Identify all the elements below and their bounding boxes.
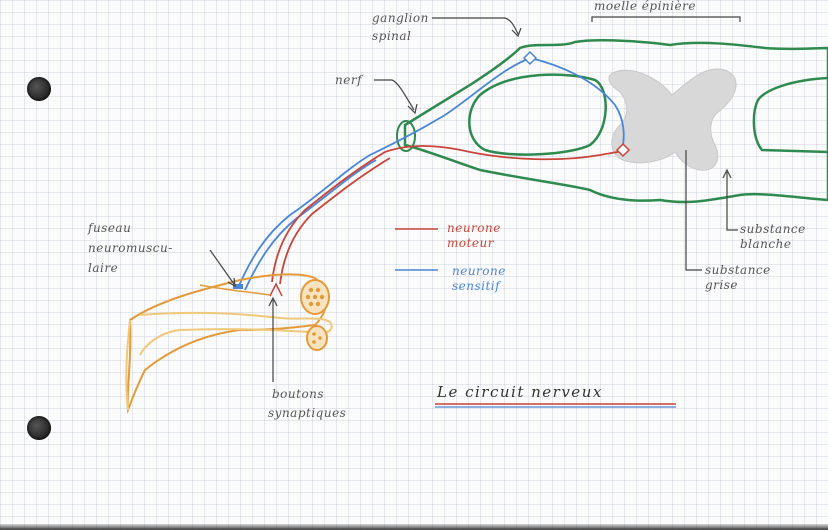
spinal-cord-right-curve [752, 76, 828, 154]
moelle-bracket [591, 16, 741, 22]
legend-sensory-label-2: sensitif [452, 279, 501, 293]
label-fuseau-3: laire [88, 261, 119, 275]
label-substance-grise-2: grise [705, 278, 739, 292]
grise-pointer [685, 150, 702, 271]
legend-motor-label-1: neurone [447, 221, 501, 235]
ganglion-pointer [432, 17, 519, 35]
legend-motor-label-2: moteur [447, 236, 494, 250]
blanche-pointer [726, 172, 738, 231]
label-moelle-epiniere: moelle épinière [594, 0, 696, 13]
label-nerf: nerf [335, 73, 363, 87]
boutons-arrowhead [268, 296, 278, 307]
fuseau-pointer [209, 249, 235, 285]
motor-neuron-path-2 [279, 157, 391, 285]
label-boutons-2: synaptiques [268, 406, 347, 420]
label-spinal: spinal [372, 29, 412, 43]
legend-sensory-label-1: neurone [452, 264, 506, 278]
diagram-title: Le circuit nerveux [437, 383, 603, 401]
label-substance-blanche-2: blanche [740, 237, 792, 251]
label-boutons-1: boutons [272, 387, 325, 401]
spinal-cord-inner-loop [468, 73, 607, 156]
bone [139, 312, 333, 356]
motor-cell-body [615, 142, 631, 158]
ganglion-cell-body [522, 50, 538, 66]
spindle [199, 284, 271, 296]
muscle-fibers [305, 287, 325, 344]
blanche-arrowhead [722, 168, 732, 179]
nerf-arrowhead [407, 103, 418, 115]
label-substance-grise-1: substance [705, 263, 771, 277]
label-ganglion: ganglion [372, 11, 429, 25]
binder-hole-bottom [27, 416, 51, 440]
spinal-cord-outline [403, 39, 828, 204]
label-substance-blanche-1: substance [740, 222, 806, 236]
sensory-receptor [233, 284, 243, 289]
nerve-section [396, 120, 416, 152]
sensory-neuron-path [237, 57, 625, 289]
label-fuseau-2: neuromuscu- [88, 241, 173, 255]
ganglion-arrowhead [511, 27, 522, 38]
motor-neuron-path [271, 145, 623, 283]
tendon [125, 319, 131, 411]
label-fuseau-1: fuseau [88, 221, 132, 235]
motor-end-plate [269, 282, 283, 297]
page-edge-shadow [0, 524, 828, 530]
fuseau-arrowhead [227, 277, 236, 288]
binder-hole-top [27, 77, 51, 101]
muscle-cross-section-2 [306, 325, 328, 351]
grey-matter [608, 68, 737, 171]
nerf-pointer [374, 79, 415, 111]
